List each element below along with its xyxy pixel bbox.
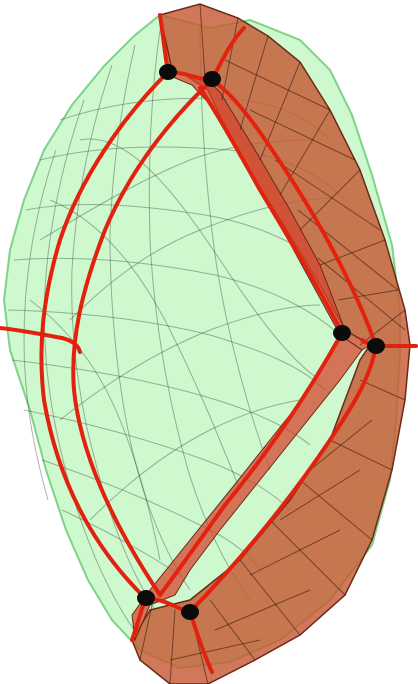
node-right-outer xyxy=(367,338,385,354)
shell-mesh xyxy=(139,3,406,684)
node-right-inner xyxy=(333,325,351,341)
node-bottom-left xyxy=(137,590,155,606)
node-top-right xyxy=(203,71,221,87)
node-top-left xyxy=(159,64,177,80)
node-bottom-right xyxy=(181,604,199,620)
junction-nodes xyxy=(137,64,385,620)
